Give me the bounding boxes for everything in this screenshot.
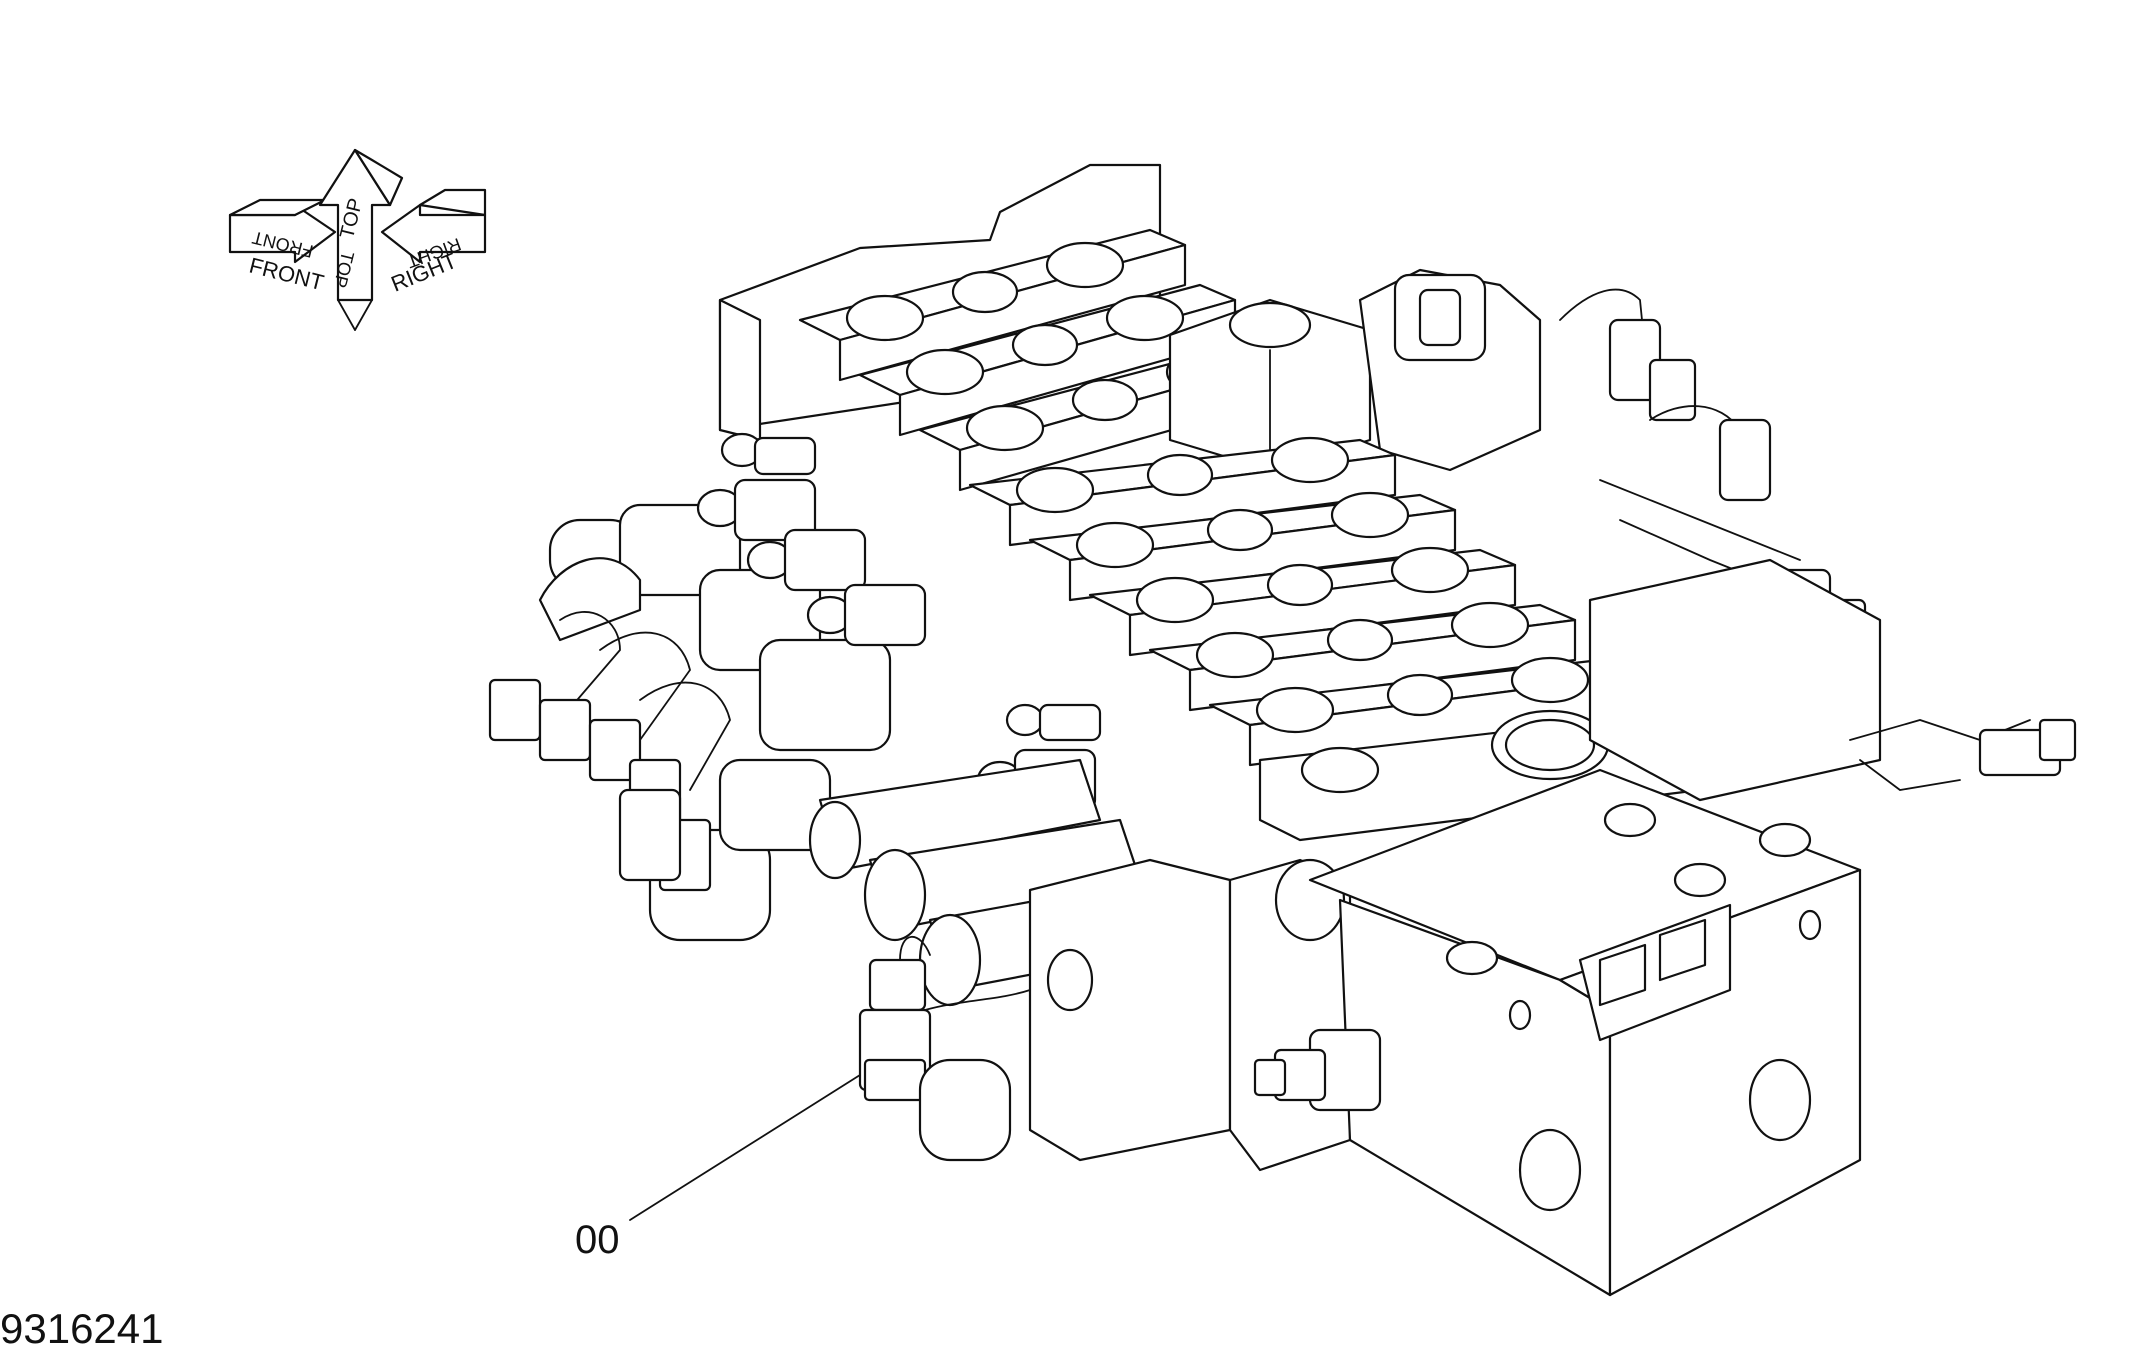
drawing-number: 9316241 [0,1305,164,1345]
connector-00 [858,936,1031,1102]
valve-section-plate [1258,709,1702,842]
valve-section-plate [798,228,1187,382]
callout-label: 00 [575,1218,620,1262]
orientation-indicator: FRONT FRONT TOP TOP RIGHT RIGHT [228,148,487,331]
callout-00: 00 [575,1074,861,1262]
relief-valve [1253,1028,1382,1112]
valve-section-plate [1208,656,1637,767]
front-end-block [1308,768,1862,1297]
valve-section-plate [858,283,1237,437]
wire-harness-left [488,557,731,892]
front-label: FRONT [247,253,327,296]
wire-harness-right [1559,288,2077,802]
pressure-switch [696,432,1102,812]
control-valve-assembly [488,163,2077,1297]
